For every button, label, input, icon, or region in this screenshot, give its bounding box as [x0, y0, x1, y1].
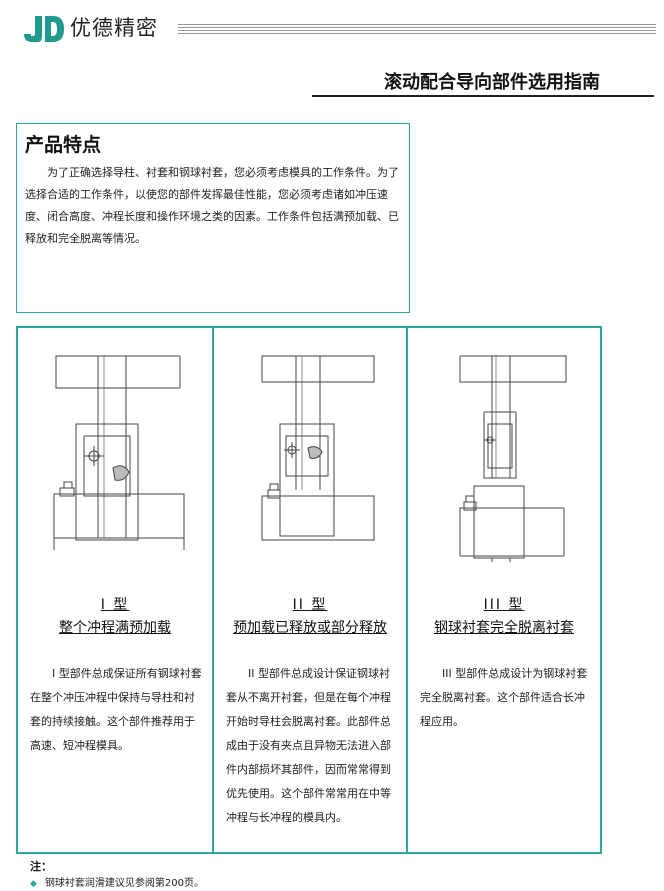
type-1-panel: I 型 整个冲程满预加载 I 型部件总成保证所有钢球衬套在整个冲压冲程中保持与导… [16, 326, 214, 854]
type-3-name: 钢球衬套完全脱离衬套 [434, 620, 574, 636]
type-2-panel: II 型 预加载已释放或部分释放 II 型部件总成设计保证钢球衬套从不离开衬套，… [212, 326, 408, 854]
type-2-description: II 型部件总成设计保证钢球衬套从不离开衬套，但是在每个冲程开始时导柱会脱离衬套… [226, 662, 398, 830]
type-1-description: I 型部件总成保证所有钢球衬套在整个冲压冲程中保持与导柱和衬套的持续接触。这个部… [30, 662, 202, 758]
brand-name: 优德精密 [70, 16, 158, 40]
type-3-panel: III 型 钢球衬套完全脱离衬套 III 型部件总成设计为钢球衬套完全脱离衬套。… [406, 326, 602, 854]
type-2-name: 预加载已释放或部分释放 [233, 620, 387, 636]
type-3-text: III 型部件总成设计为钢球衬套完全脱离衬套。这个部件适合长冲程应用。 [420, 667, 588, 728]
type-3-description: III 型部件总成设计为钢球衬套完全脱离衬套。这个部件适合长冲程应用。 [420, 662, 592, 734]
company-logo [22, 14, 66, 44]
features-box: 产品特点 为了正确选择导柱、衬套和钢球衬套，您必须考虑模具的工作条件。为了选择合… [16, 123, 410, 313]
note-item-text: 钢球衬套润滑建议见参阅第200页。 [44, 878, 205, 889]
note-title: 注： [30, 860, 52, 873]
features-text: 为了正确选择导柱、衬套和钢球衬套，您必须考虑模具的工作条件。为了选择合适的工作条… [25, 166, 399, 245]
type-3-label: III 型 [483, 597, 525, 613]
type-2-label: II 型 [292, 597, 328, 613]
type-1-text: I 型部件总成保证所有钢球衬套在整个冲压冲程中保持与导柱和衬套的持续接触。这个部… [30, 667, 202, 752]
features-body: 为了正确选择导柱、衬套和钢球衬套，您必须考虑模具的工作条件。为了选择合适的工作条… [25, 162, 405, 250]
type-1-label: I 型 [100, 597, 130, 613]
type-1-name: 整个冲程满预加载 [59, 620, 171, 636]
note-item: ◆ 钢球衬套润滑建议见参阅第200页。 [30, 874, 204, 889]
type-2-diagram [261, 355, 375, 541]
features-heading: 产品特点 [25, 134, 102, 156]
header-rule [178, 24, 656, 36]
diamond-bullet-icon: ◆ [30, 879, 37, 889]
title-underline [312, 95, 654, 97]
type-2-text: II 型部件总成设计保证钢球衬套从不离开衬套，但是在每个冲程开始时导柱会脱离衬套… [226, 667, 391, 824]
type-1-diagram [53, 355, 185, 550]
page-title: 滚动配合导向部件选用指南 [384, 72, 600, 93]
type-3-diagram [459, 355, 567, 562]
